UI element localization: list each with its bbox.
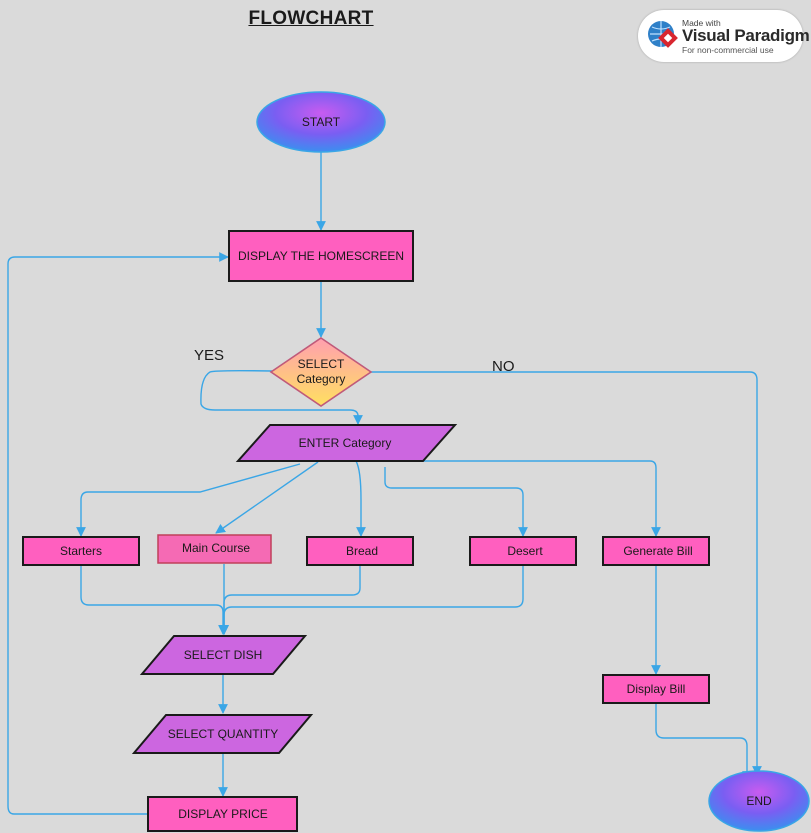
select-quantity-io[interactable]: SELECT QUANTITY xyxy=(131,714,314,754)
select-category-decision[interactable]: SELECT Category xyxy=(269,337,373,407)
select-dish-io[interactable]: SELECT DISH xyxy=(139,635,308,675)
connector-enter-to-starters xyxy=(76,463,301,537)
connector-enter-to-generate-bill xyxy=(405,460,661,537)
homescreen-process[interactable]: DISPLAY THE HOMESCREEN xyxy=(228,230,414,282)
starters-label: Starters xyxy=(60,544,102,558)
starters-process[interactable]: Starters xyxy=(22,536,140,566)
connector-enter-to-main-course xyxy=(215,461,319,534)
connector-enter-to-desert xyxy=(384,467,528,537)
display-bill-label: Display Bill xyxy=(627,682,686,696)
visual-paradigm-logo-icon xyxy=(648,21,678,48)
no-label: NO xyxy=(492,358,515,375)
desert-process[interactable]: Desert xyxy=(469,536,577,566)
enter-category-io[interactable]: ENTER Category xyxy=(235,424,458,462)
main-course-label: Main Course xyxy=(182,541,250,555)
select-category-label-line1: SELECT xyxy=(298,357,345,371)
connector-no-to-end xyxy=(371,371,762,776)
display-bill-process[interactable]: Display Bill xyxy=(602,674,710,704)
generate-bill-label: Generate Bill xyxy=(623,544,692,558)
desert-label: Desert xyxy=(507,544,543,558)
start-terminal[interactable]: START xyxy=(256,91,386,153)
bread-process[interactable]: Bread xyxy=(306,536,414,566)
end-terminal[interactable]: END xyxy=(708,770,810,832)
enter-category-label: ENTER Category xyxy=(299,436,392,450)
connector-yes-to-enter-category xyxy=(200,369,363,425)
end-label: END xyxy=(746,794,772,808)
page-title: FLOWCHART xyxy=(248,8,374,29)
connector-enter-to-bread xyxy=(355,460,366,537)
connector-desert-to-select-dish xyxy=(219,566,524,635)
bread-label: Bread xyxy=(346,544,378,558)
start-label: START xyxy=(302,115,341,129)
display-price-label: DISPLAY PRICE xyxy=(178,807,268,821)
select-quantity-label: SELECT QUANTITY xyxy=(168,727,278,741)
connector-bread-to-select-dish xyxy=(219,566,361,635)
select-dish-label: SELECT DISH xyxy=(184,648,262,662)
badge-brand: Visual Paradigm xyxy=(682,26,810,45)
yes-label: YES xyxy=(194,347,224,364)
homescreen-label: DISPLAY THE HOMESCREEN xyxy=(238,249,404,263)
display-price-process[interactable]: DISPLAY PRICE xyxy=(147,796,298,832)
connector-display-bill-to-end xyxy=(655,704,752,781)
badge-made-with: Made with xyxy=(682,18,721,28)
generate-bill-process[interactable]: Generate Bill xyxy=(602,536,710,566)
connector-starters-to-select-dish xyxy=(80,566,228,635)
select-category-label-line2: Category xyxy=(297,372,346,386)
visual-paradigm-badge[interactable]: Made with Visual Paradigm For non-commer… xyxy=(638,10,810,62)
connector-display-price-loop-to-homescreen xyxy=(7,252,229,815)
main-course-process[interactable]: Main Course xyxy=(157,534,272,564)
badge-note: For non-commercial use xyxy=(682,45,774,55)
